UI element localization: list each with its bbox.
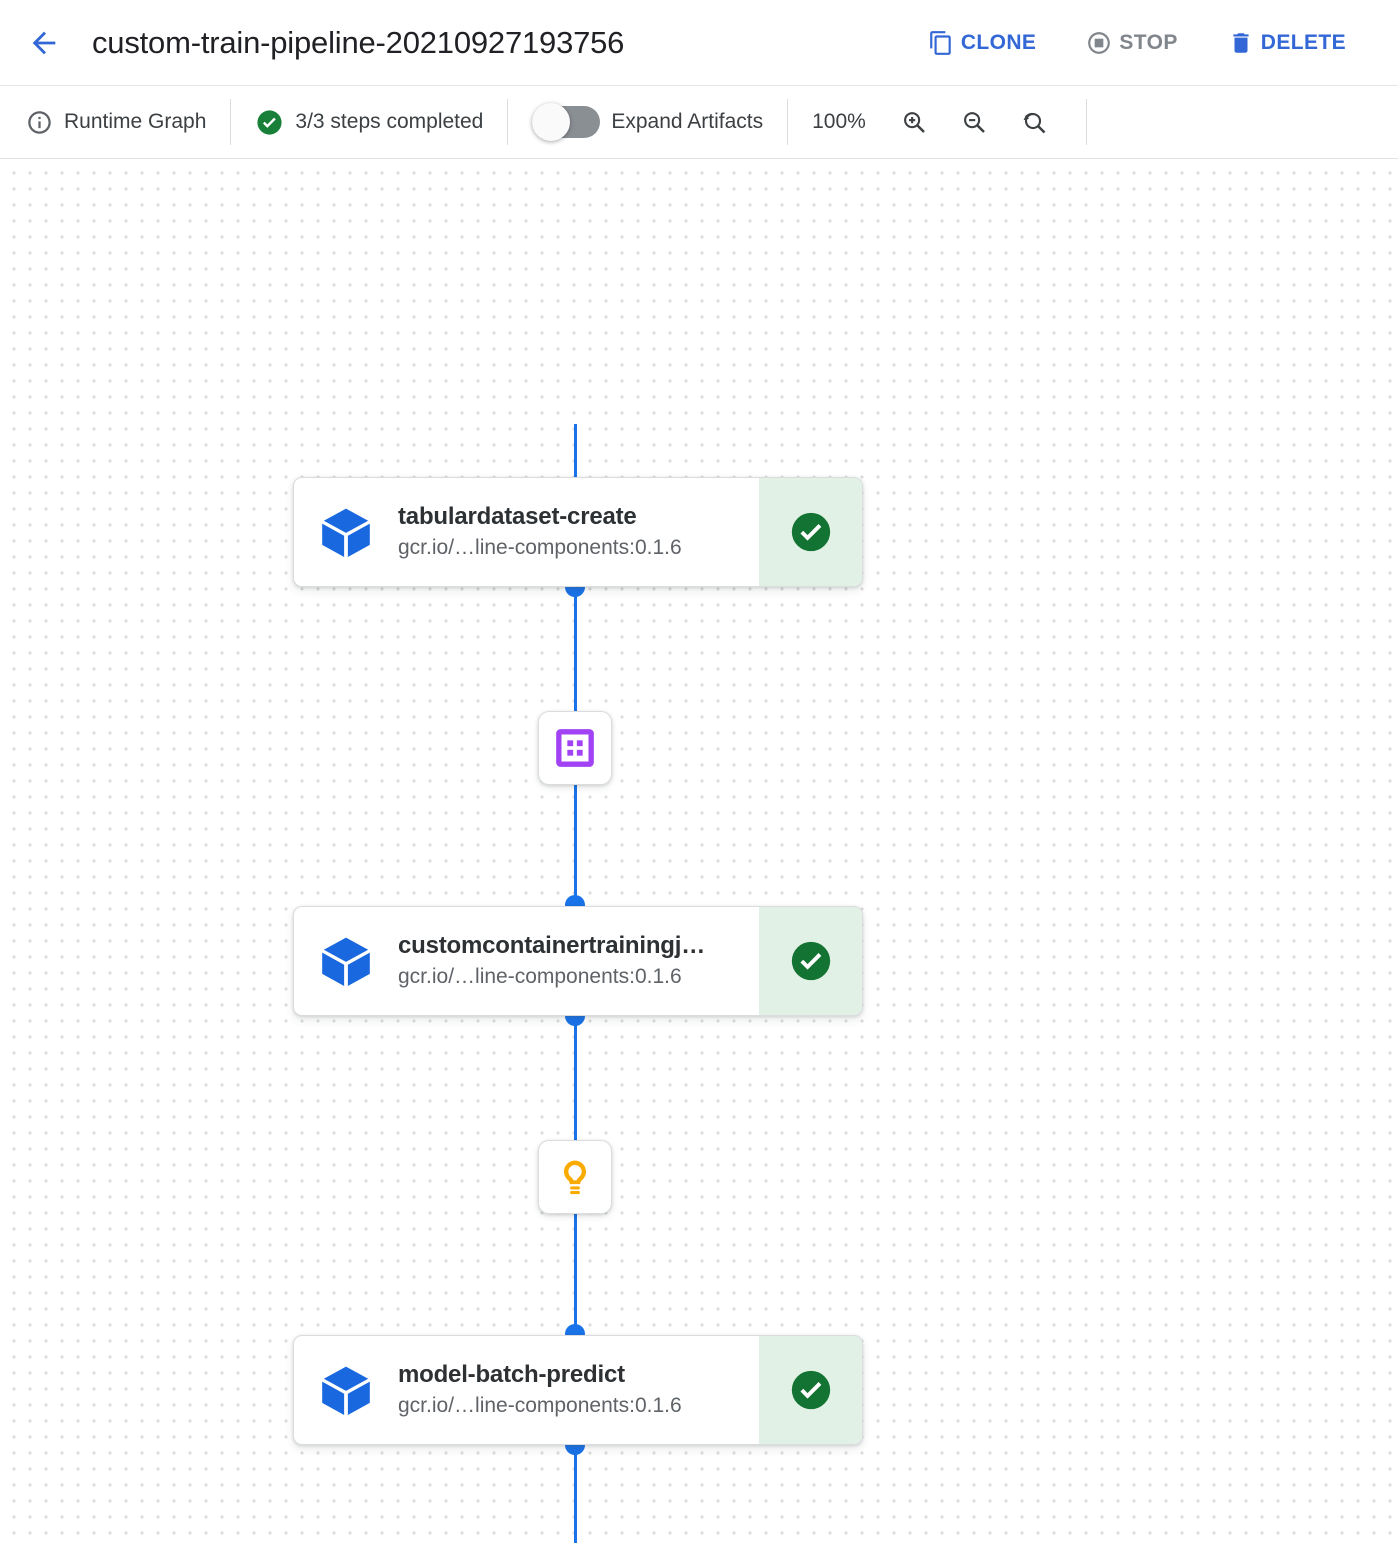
runtime-graph-mode[interactable]: Runtime Graph [0,86,230,159]
back-button[interactable] [18,17,70,69]
cube-icon [294,907,398,1015]
toggle-knob [532,103,571,141]
node-subtitle: gcr.io/…line-components:0.1.6 [398,536,682,560]
trash-icon [1228,30,1254,56]
pipeline-node-customcontainertrainingjob[interactable]: customcontainertrainingj… gcr.io/…line-c… [293,906,863,1016]
toolbar-divider [507,99,509,145]
toolbar-divider [787,99,789,145]
node-text: tabulardataset-create gcr.io/…line-compo… [398,478,759,586]
stop-button[interactable]: STOP [1072,22,1191,64]
check-circle-icon [257,109,282,135]
node-subtitle: gcr.io/…line-components:0.1.6 [398,1394,682,1418]
header-actions: CLONE STOP DELETE [892,22,1398,64]
node-status-badge [759,1336,862,1444]
toolbar-divider [1085,99,1087,145]
node-status-badge [759,907,862,1015]
zoom-in-icon [903,112,925,133]
zoom-out-button[interactable] [948,96,1000,148]
runtime-graph-label: Runtime Graph [64,110,207,133]
dataset-icon [556,729,594,767]
expand-artifacts-control: Expand Artifacts [508,86,787,159]
info-icon [28,110,51,134]
delete-button[interactable]: DELETE [1214,22,1360,64]
check-circle-icon [791,1370,830,1410]
pipeline-node-tabulardataset-create[interactable]: tabulardataset-create gcr.io/…line-compo… [293,477,863,587]
edge-artifact2-to-node3 [574,1199,577,1351]
check-circle-icon [791,512,830,552]
artifact-node-dataset[interactable] [538,711,612,785]
stop-button-label: STOP [1119,30,1178,54]
stop-circle-icon [1086,30,1112,56]
expand-artifacts-label: Expand Artifacts [611,110,764,133]
zoom-reset-button[interactable] [1008,96,1060,148]
zoom-in-button[interactable] [888,96,940,148]
delete-button-label: DELETE [1260,30,1346,54]
page-header: custom-train-pipeline-20210927193756 CLO… [0,0,1398,86]
pipeline-graph-canvas[interactable]: tabulardataset-create gcr.io/…line-compo… [0,159,1398,1543]
edge-artifact1-to-node2 [574,771,577,921]
copy-icon [928,30,954,56]
node-status-badge [759,478,862,586]
artifact-node-model[interactable] [538,1140,612,1214]
clone-button[interactable]: CLONE [914,22,1051,64]
steps-status: 3/3 steps completed [231,86,507,159]
expand-artifacts-toggle[interactable] [532,103,601,141]
page-title: custom-train-pipeline-20210927193756 [92,24,625,60]
node-text: model-batch-predict gcr.io/…line-compone… [398,1336,759,1444]
toolbar-divider [230,99,232,145]
node-title: model-batch-predict [398,1361,625,1389]
node-title: tabulardataset-create [398,503,637,531]
clone-button-label: CLONE [960,30,1037,54]
arrow-left-icon [32,31,56,54]
zoom-out-icon [963,112,985,133]
steps-status-label: 3/3 steps completed [295,110,484,133]
graph-toolbar: Runtime Graph 3/3 steps completed Expand… [0,86,1398,159]
lightbulb-icon [564,1160,586,1195]
cube-icon [294,1336,398,1444]
cube-icon [294,478,398,586]
node-subtitle: gcr.io/…line-components:0.1.6 [398,965,682,989]
zoom-level: 100% [812,110,866,133]
zoom-reset-icon [1023,112,1046,134]
check-circle-icon [791,941,830,981]
node-text: customcontainertrainingj… gcr.io/…line-c… [398,907,759,1015]
node-title: customcontainertrainingj… [398,932,706,960]
pipeline-node-model-batch-predict[interactable]: model-batch-predict gcr.io/…line-compone… [293,1335,863,1445]
